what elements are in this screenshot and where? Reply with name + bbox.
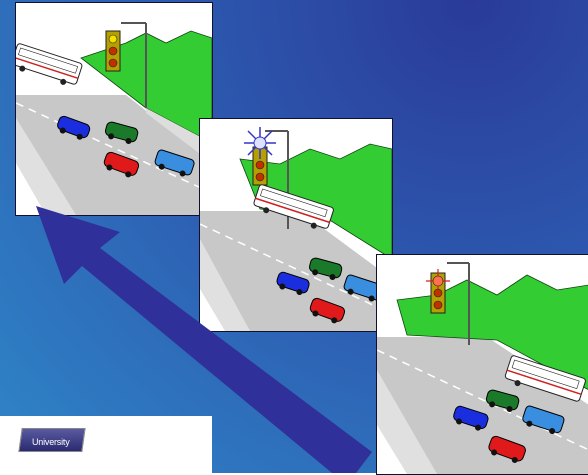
arrow-icon: [0, 0, 588, 473]
